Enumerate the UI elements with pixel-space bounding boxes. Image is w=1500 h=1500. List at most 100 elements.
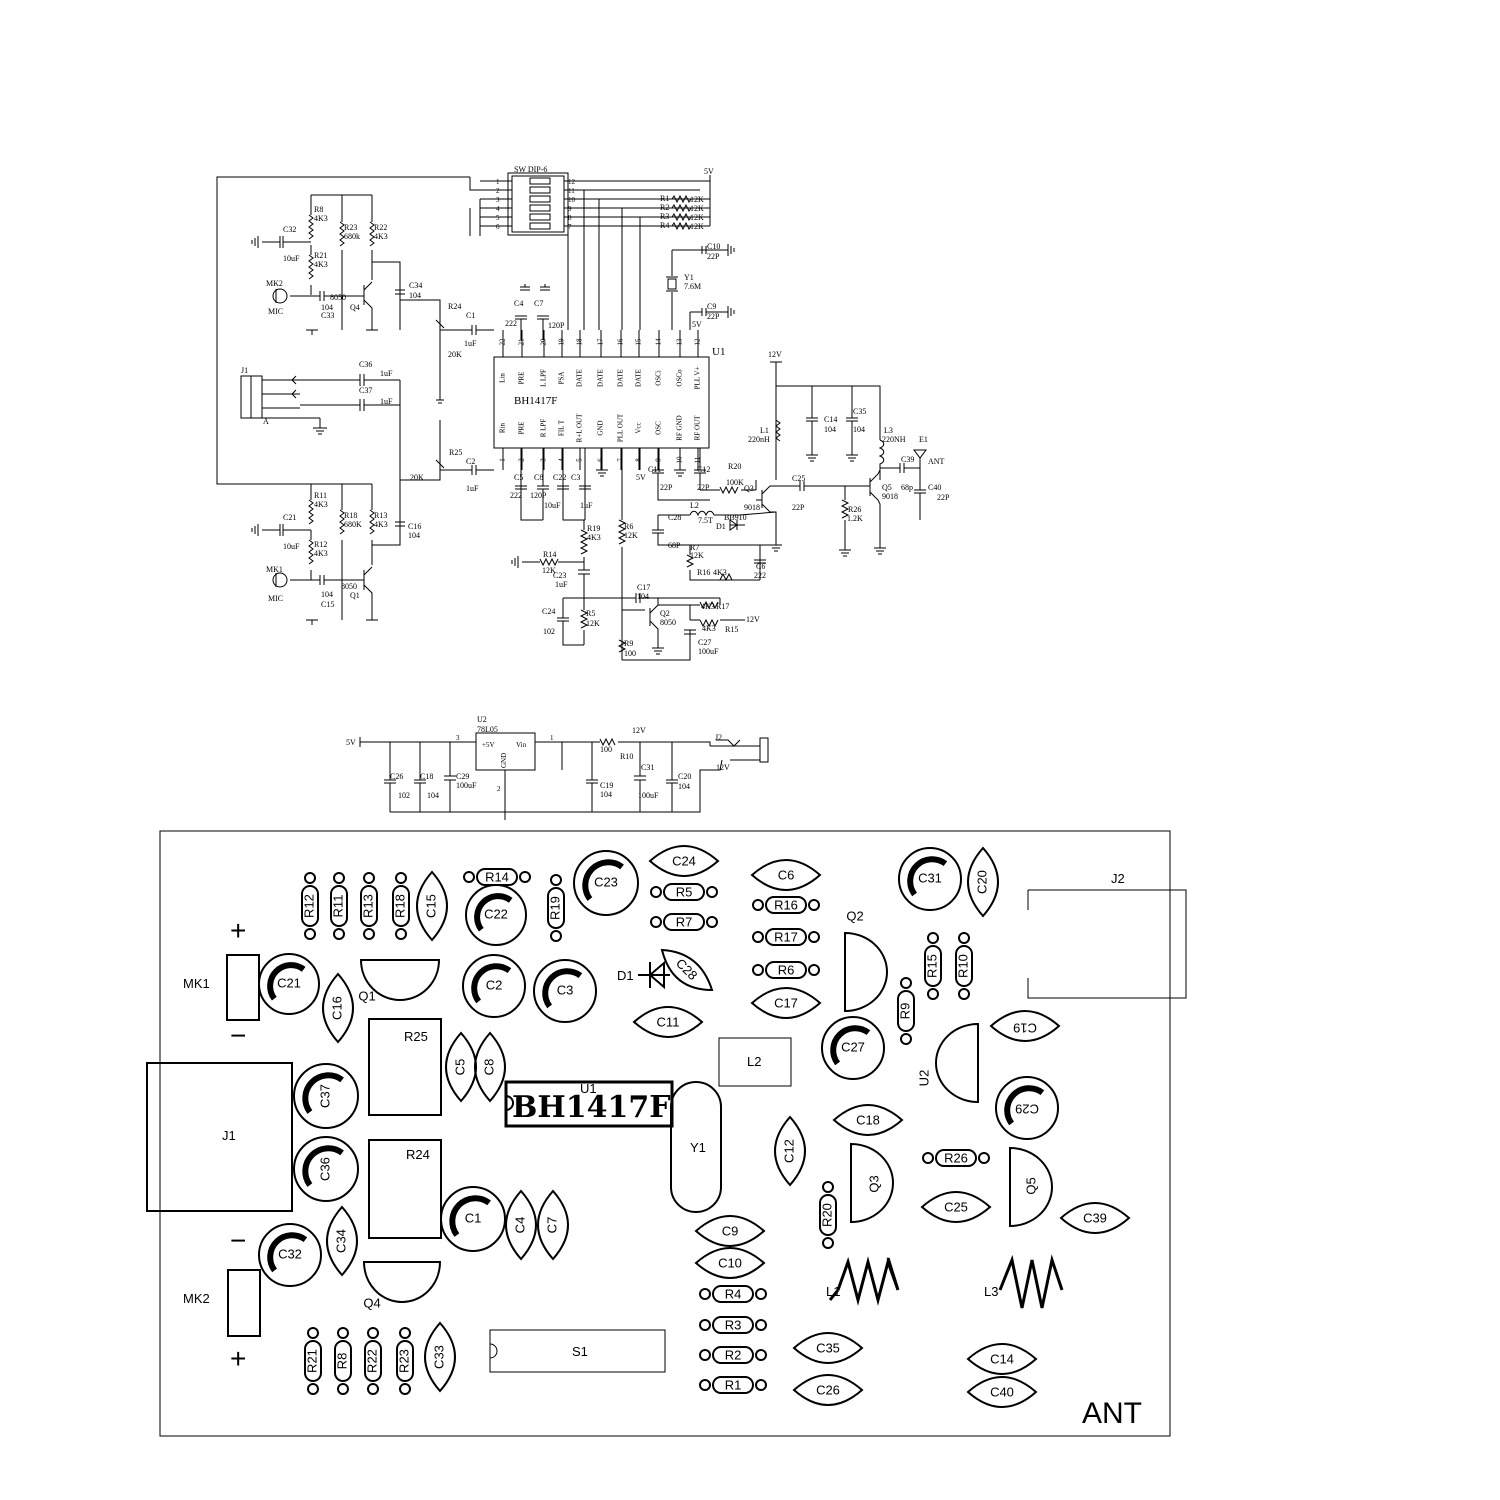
pcb-r5-label: R5 [676,884,693,899]
capacitor-c6: C6 [750,859,822,891]
r11-value: 4K3 [314,500,328,509]
c29-label: C29 [456,772,469,781]
c5-value: 222 [510,491,522,500]
r20-label: R20 [728,462,741,471]
r9-value: 100 [624,649,636,658]
c15-label: C15 [321,600,334,609]
e1-label: E1 [919,435,928,444]
c35-value: 104 [853,425,865,434]
ic-pin-name: PRE [518,372,526,385]
schematic: SW DIP-6 1 2 3 4 5 6 12 11 10 9 8 7 5V R… [216,165,950,661]
ic-pin-number: 2 [518,458,526,462]
resistor-r8: R8 [334,1327,352,1395]
u2-pin-gnd: GND [500,753,508,768]
c8-value: 120P [530,491,547,500]
ic-pin-number: 21 [518,338,526,346]
r9-label: R9 [624,639,633,648]
c16-label: C16 [408,522,421,531]
q2-stage: R9 100 C17 104 Q2 8050 R17 4K3 R15 4K3 1… [617,583,760,661]
q3-label: Q3 [744,484,754,493]
capacitor-c27: C27 [821,1016,885,1080]
transistor-u2: U2 [916,1022,979,1104]
dip-pin: 9 [568,205,572,213]
r23-value: 680k [344,232,360,241]
r24-value: 20K [448,350,462,359]
y1-outline [670,1081,722,1213]
pcb-r24-label: R24 [406,1147,430,1162]
pcb-u2-label: U2 [916,1070,931,1087]
c20-label: C20 [678,772,691,781]
pcb-c36-label: C36 [317,1157,332,1181]
c14-label: C14 [824,415,837,424]
capacitor-c20: C20 [967,846,999,918]
j2-label: J2 [715,733,722,742]
pcb-c15-label: C15 [423,894,438,918]
pcb-ic-ref: U1 [580,1081,597,1096]
c24-label: C24 [542,607,555,616]
resistor-r6: R6 [752,961,820,979]
resistor-r3: R3 [699,1316,767,1334]
ic-part: BH1417F [514,395,557,407]
r2-label: R2 [660,203,669,212]
r15-value: 4K3 [702,624,716,633]
r21-label: R21 [314,251,327,260]
c11-label: C11 [648,465,661,474]
capacitor-c23: C23 [573,850,639,916]
pcb-r8-label: R8 [334,1353,349,1370]
c24-value: 102 [543,627,555,636]
oscillator: R20 100K Q3 9018 L2 7.5T C28 68P BB910 D… [652,350,860,582]
pcb-r16-label: R16 [774,897,798,912]
c6-label: C6 [756,562,765,571]
c34-label: C34 [409,281,422,290]
j1-label: J1 [241,366,248,375]
capacitor-c36: C36 [293,1136,359,1202]
r23-label: R23 [344,223,357,232]
y1-value: 7.6M [684,282,701,291]
resistor-bank: R1 R2 R3 R4 12K 12K 12K 12K [660,194,704,231]
pcb-c18-label: C18 [856,1112,880,1127]
r20-value: 100K [726,478,744,487]
ic-pin-name: DATE [597,369,605,387]
pcb-y1-label: Y1 [690,1140,706,1155]
pcb-c19-label: C19 [1013,1021,1037,1036]
net-label: 5V [636,473,646,482]
pcb-r4-label: R4 [725,1286,742,1301]
u2-pin-num: 1 [550,734,554,742]
capacitor-c4: C4 [505,1189,537,1261]
r5-value: 12K [586,619,600,628]
pcb-c31-label: C31 [918,870,942,885]
ic-pin-name: DATE [635,369,643,387]
pcb-c9-label: C9 [722,1223,739,1238]
pcb-c39-label: C39 [1083,1210,1107,1225]
power-supply: U2 78L05 +5V Vin GND 3 1 2 5V 12V 12V J2… [346,715,769,820]
c28-label: C28 [668,513,681,522]
pcb-r15-label: R15 [924,954,939,978]
r11-label: R11 [314,491,327,500]
ic-pin-name: DATE [617,369,625,387]
rf-amp: C14 104 C35 104 L3 220NH E1 ANT C39 68p … [776,385,950,557]
r18-label: R18 [344,511,357,520]
ic-pin-number: 13 [676,338,684,346]
j1-a: A [263,417,269,426]
u2-label: U2 [477,715,487,724]
capacitor-c31: C31 [898,847,962,911]
pcb-r26-label: R26 [944,1150,968,1165]
r2-value: 12K [690,204,704,213]
r25-value: 20K [410,473,424,482]
pcb-c5-label: C5 [452,1059,467,1076]
pcb-r1-label: R1 [725,1377,742,1392]
pll-filter: R14 12K R19 4K3 C23 1uF R6 12K C24 102 R… [511,520,638,646]
capacitor-c14: C14 [966,1343,1038,1375]
pcb-c7-label: C7 [544,1217,559,1234]
pcb-l2-label: L2 [747,1054,761,1069]
ic-pin-name: OSC [655,421,663,435]
ic-pin-name: L LPF [540,369,548,387]
pcb-s1-label: S1 [572,1344,588,1359]
resistor-r26: R26 [922,1149,990,1167]
ic-pin-number: 15 [635,338,643,346]
c40-value: 22P [937,493,950,502]
ic-pin-name: Vcc [635,422,643,433]
pcb-q3-label: Q3 [866,1175,881,1192]
